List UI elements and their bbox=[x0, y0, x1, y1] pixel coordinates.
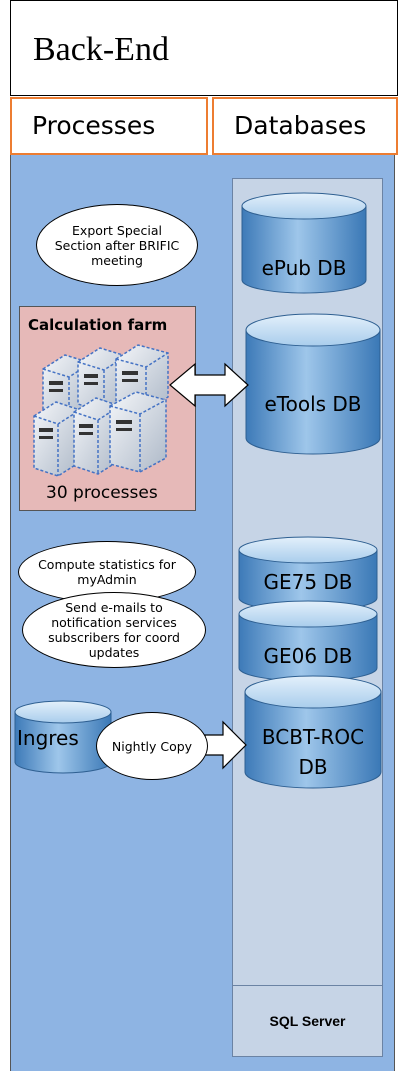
page-title: Back-End bbox=[33, 31, 169, 68]
calculation-farm-title: Calculation farm bbox=[28, 316, 168, 334]
ingres-cylinder bbox=[14, 700, 112, 774]
ge06-db-cylinder bbox=[238, 600, 378, 682]
compute-stats-process: Compute statistics for myAdmin bbox=[18, 541, 196, 603]
farm-etools-arrow bbox=[169, 362, 249, 408]
nightly-copy-arrow bbox=[204, 720, 247, 770]
etools-db-label: eTools DB bbox=[264, 392, 362, 416]
epub-db-label: ePub DB bbox=[261, 256, 347, 280]
etools-db-cylinder bbox=[245, 313, 381, 455]
ge75-db-cylinder bbox=[238, 536, 378, 612]
send-emails-label: Send e-mails to notification services su… bbox=[48, 600, 180, 660]
nightly-copy-label: Nightly Copy bbox=[111, 738, 193, 754]
tab-processes-label: Processes bbox=[32, 111, 156, 140]
ingres-label: Ingres bbox=[17, 726, 79, 750]
bcbt-roc-db-line2: DB bbox=[298, 755, 328, 779]
tab-databases[interactable]: Databases bbox=[212, 97, 398, 155]
header-box: Back-End bbox=[10, 0, 398, 96]
epub-db-cylinder bbox=[241, 192, 367, 294]
servers-icon bbox=[33, 344, 169, 477]
ge06-db-label: GE06 DB bbox=[263, 644, 353, 668]
bcbt-roc-db-line1: BCBT-ROC bbox=[261, 725, 365, 749]
export-special-label: Export Special Section after BRIFIC meet… bbox=[54, 222, 180, 268]
nightly-copy-process: Nightly Copy bbox=[96, 712, 208, 780]
tab-databases-label: Databases bbox=[234, 111, 367, 140]
bcbt-roc-db-cylinder bbox=[244, 675, 382, 789]
bcbt-roc-db-label: BCBT-ROC DB bbox=[245, 722, 381, 782]
export-special-process: Export Special Section after BRIFIC meet… bbox=[36, 204, 198, 286]
compute-stats-label: Compute statistics for myAdmin bbox=[38, 557, 176, 587]
sql-server-box: SQL Server bbox=[232, 985, 383, 1057]
sql-server-label: SQL Server bbox=[269, 1013, 346, 1029]
send-emails-process: Send e-mails to notification services su… bbox=[22, 592, 206, 668]
calculation-farm-count: 30 processes bbox=[46, 483, 158, 503]
ge75-db-label: GE75 DB bbox=[263, 570, 353, 594]
tab-processes[interactable]: Processes bbox=[10, 97, 208, 155]
